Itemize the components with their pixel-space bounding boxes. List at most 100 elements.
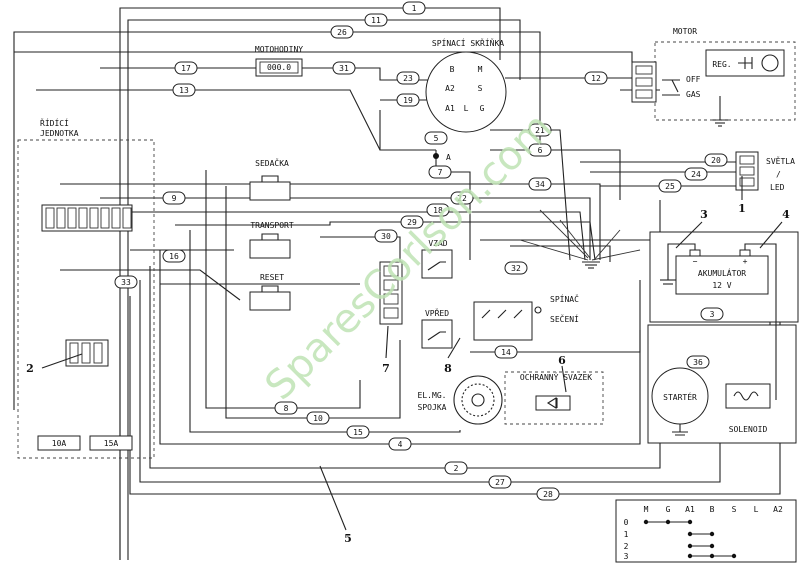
wire-number: 14	[501, 348, 511, 357]
solenoid-label: SOLENOID	[729, 425, 768, 434]
terminal-a1: A1	[445, 104, 455, 113]
direction-connector	[379, 261, 403, 325]
wire-number: 31	[339, 64, 349, 73]
wire-number-pill: 27	[488, 475, 512, 489]
wire-number: 19	[403, 96, 413, 105]
wire-number-pill: 11	[364, 13, 388, 27]
table-row-label: 0	[624, 518, 629, 527]
wire-number-pill: 7	[428, 165, 452, 179]
wire-number-pill: 6	[528, 143, 552, 157]
pto-clutch	[453, 375, 503, 425]
wire-number: 6	[538, 146, 543, 155]
lights-label: SVĚTLA	[766, 155, 795, 166]
transport-switch	[249, 233, 291, 259]
wire-number: 12	[591, 74, 601, 83]
wire-number: 36	[693, 358, 703, 367]
terminal-g: G	[480, 104, 485, 113]
wire-number: 9	[172, 194, 177, 203]
wire-number-pill: 25	[658, 179, 682, 193]
reverse-switch	[421, 249, 453, 279]
hour-meter: 000.0	[255, 58, 303, 77]
wire-number-pill: 4	[388, 437, 412, 451]
wire-number: 15	[353, 428, 363, 437]
wire-number: 1	[412, 4, 417, 13]
wire-number-pill: 23	[396, 71, 420, 85]
wire-number: 27	[495, 478, 505, 487]
wire-number-pill: 17	[174, 61, 198, 75]
fuse-10a: 10A	[37, 435, 81, 451]
fuse-15a: 15A	[89, 435, 133, 451]
table-header: A1	[685, 505, 695, 514]
table-header: S	[732, 505, 737, 514]
control-unit-title-2: JEDNOTKA	[40, 129, 79, 138]
terminal-a2: A2	[445, 84, 455, 93]
wire-number: 32	[511, 264, 521, 273]
wire-number: 18	[433, 206, 443, 215]
wire-number: 21	[535, 126, 545, 135]
wire-number: 7	[438, 168, 443, 177]
callout-number: 1	[738, 202, 746, 215]
wire-numbers: 1234567891011121314151617181920212223242…	[114, 1, 728, 501]
wire-number: 8	[284, 404, 289, 413]
wire-number-pill: 1	[402, 1, 426, 15]
wire-number-pill: 36	[686, 355, 710, 369]
wire-number: 26	[337, 28, 347, 37]
wire-number-pill: 26	[330, 25, 354, 39]
hour-meter-label: MOTOHODINY	[255, 45, 303, 54]
ignition-switch-label: SPÍNACÍ SKŘÍŇKA	[432, 37, 504, 48]
callout-number: 2	[26, 362, 34, 375]
table-header: L	[754, 505, 759, 514]
callout-number: 3	[700, 208, 708, 221]
wire-number-pill: 21	[528, 123, 552, 137]
wire-number-pill: 20	[704, 153, 728, 167]
wire-number: 11	[371, 16, 381, 25]
wire-number-pill: 8	[274, 401, 298, 415]
clutch-label-2: SPOJKA	[418, 403, 447, 412]
protection-label: OCHRANNÝ SVAZEK	[520, 371, 592, 382]
fuse-10a-label: 10A	[52, 439, 67, 448]
table-row-label: 2	[624, 542, 629, 551]
wire-number-pill: 9	[162, 191, 186, 205]
wire-number-pill: 28	[536, 487, 560, 501]
terminal-m: M	[478, 65, 483, 74]
wire-number-pill: 2	[444, 461, 468, 475]
wire-number-pill: 16	[162, 249, 186, 263]
wire-number: 29	[407, 218, 417, 227]
table-connection	[687, 543, 715, 549]
wire-number: 33	[121, 278, 131, 287]
ignition-switch: B M A2 S A1 L G	[425, 51, 507, 133]
callout-number: 6	[558, 354, 566, 367]
wire-number-pill: 24	[684, 167, 708, 181]
diode-module	[535, 395, 571, 411]
wire-number: 17	[181, 64, 191, 73]
control-unit-frame	[17, 139, 155, 459]
battery: AKUMULÁTOR 12 V − +	[675, 249, 769, 295]
table-row-label: 3	[624, 552, 629, 561]
wire-number-pill: 14	[494, 345, 518, 359]
table-connection	[643, 519, 693, 525]
callout-number: 8	[444, 362, 452, 375]
wire-number: 13	[179, 86, 189, 95]
fuse-connector	[65, 339, 109, 367]
battery-plus: +	[743, 257, 748, 266]
wire-number: 3	[710, 310, 715, 319]
callout-number: 5	[344, 532, 352, 545]
wire-number-pill: 12	[584, 71, 608, 85]
reset-switch	[249, 285, 291, 311]
wire-number: 28	[543, 490, 553, 499]
motor-label: MOTOR	[673, 27, 697, 36]
wire-number-pill: 33	[114, 275, 138, 289]
pto-label: SPÍNAČ	[550, 293, 579, 304]
table-header: G	[666, 505, 671, 514]
wire-number: 23	[403, 74, 413, 83]
seat-label: SEDAČKA	[255, 157, 289, 168]
starter-motor: STARTÉR	[651, 367, 709, 436]
wire-number: 10	[313, 414, 323, 423]
wire-number: 2	[454, 464, 459, 473]
reverse-label: VZAD	[428, 239, 447, 248]
pto-switch	[473, 301, 542, 341]
wire-number: 25	[665, 182, 675, 191]
